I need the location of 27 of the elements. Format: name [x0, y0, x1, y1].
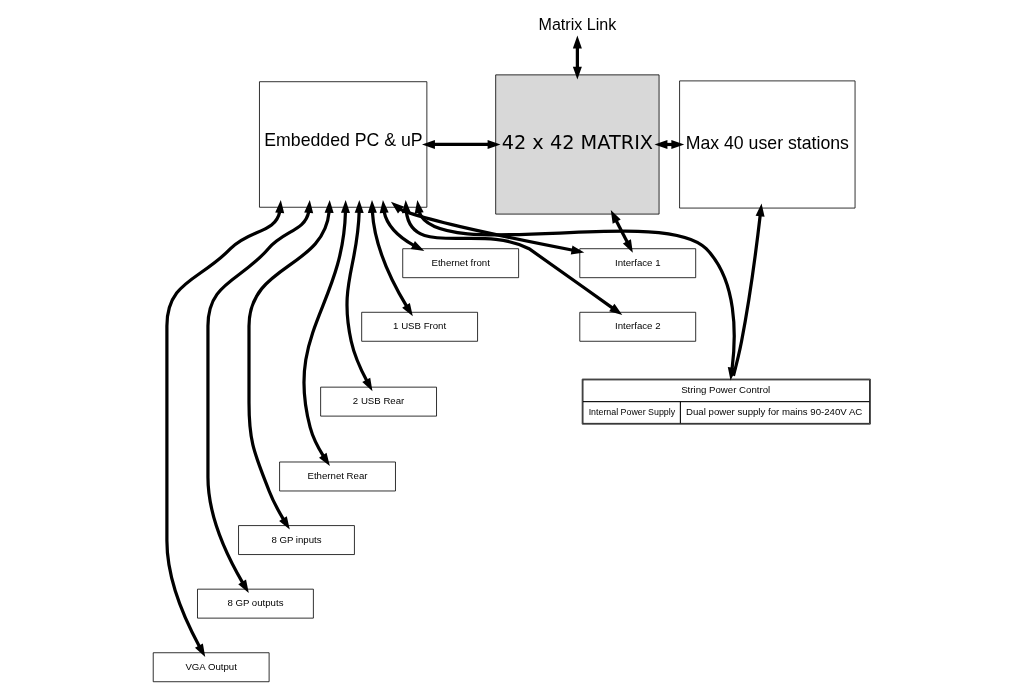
node-box: 42 x 42 MATRIX [494, 74, 659, 215]
node-box: 8 GP inputs [237, 525, 355, 555]
node-box: 2 USB Rear [319, 386, 437, 417]
node-box: Interface 1 [578, 248, 696, 279]
node-box: Embedded PC & uP [258, 81, 427, 208]
arrow [246, 200, 334, 530]
arrow [414, 200, 737, 381]
arrow [379, 200, 424, 251]
node-box: VGA Output [152, 652, 269, 683]
arrow [367, 200, 413, 317]
node-text: Matrix Link [538, 14, 616, 33]
arrow [610, 210, 633, 253]
arrow [731, 203, 765, 377]
arrow [401, 199, 622, 315]
node-box: Interface 2 [578, 311, 696, 342]
arrow [301, 199, 350, 466]
node-box: 8 GP outputs [196, 588, 314, 619]
node-box: Ethernet front [401, 248, 519, 279]
node-box: 1 USB Front [360, 311, 478, 342]
node-box: Max 40 user stations [678, 80, 855, 209]
node-box: Ethernet Rear [278, 461, 396, 492]
arrow [344, 199, 372, 392]
arrow [572, 35, 582, 80]
arrow [164, 200, 284, 657]
arrow [421, 139, 501, 149]
arrow [390, 201, 584, 255]
arrow [205, 200, 313, 593]
